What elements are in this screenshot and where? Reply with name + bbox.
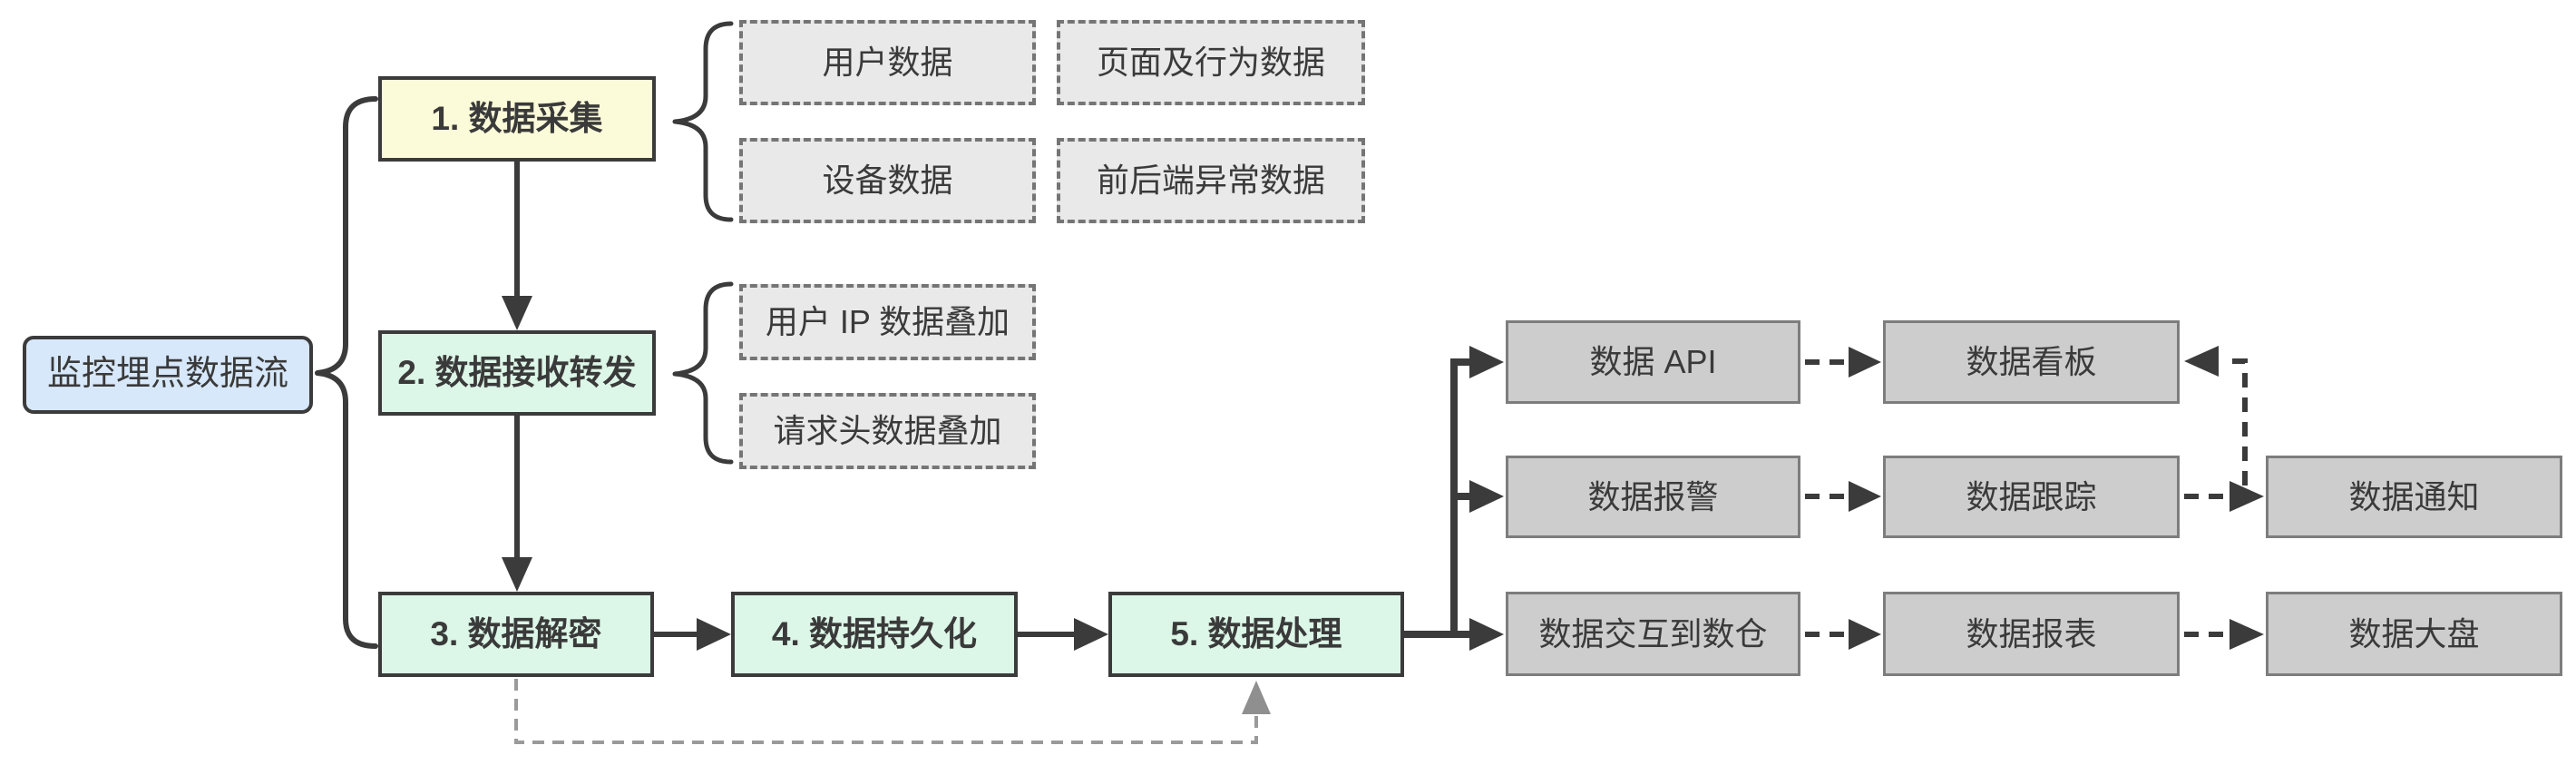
node-root: 监控埋点数据流 — [23, 336, 313, 414]
node-data-board: 数据看板 — [1883, 320, 2180, 404]
node-request-header-overlay: 请求头数据叠加 — [739, 393, 1036, 469]
node-device-data: 设备数据 — [739, 138, 1036, 223]
dashed-edges — [1805, 358, 2248, 637]
node-user-ip-overlay: 用户 IP 数据叠加 — [739, 284, 1036, 360]
node-data-persist: 4. 数据持久化 — [731, 592, 1018, 677]
node-page-behavior-data: 页面及行为数据 — [1057, 20, 1365, 105]
node-data-trace: 数据跟踪 — [1883, 456, 2180, 538]
dashed-arrowheads — [1849, 346, 2264, 650]
node-data-report: 数据报表 — [1883, 592, 2180, 676]
node-data-dashboard: 数据大盘 — [2266, 592, 2562, 676]
node-user-data: 用户数据 — [739, 20, 1036, 105]
node-data-decrypt: 3. 数据解密 — [378, 592, 654, 677]
brace-root-group — [315, 96, 378, 649]
node-data-notify: 数据通知 — [2266, 456, 2562, 538]
node-data-relay: 2. 数据接收转发 — [378, 330, 656, 416]
feedback-edge — [514, 679, 1271, 744]
node-data-alarm: 数据报警 — [1506, 456, 1800, 538]
node-data-process: 5. 数据处理 — [1108, 592, 1404, 677]
brace-collection-group — [672, 21, 734, 465]
solid-arrowheads — [502, 296, 1504, 651]
solid-edges — [514, 162, 1473, 638]
node-data-collection: 1. 数据采集 — [378, 76, 656, 162]
node-data-api: 数据 API — [1506, 320, 1800, 404]
node-data-warehouse: 数据交互到数仓 — [1506, 592, 1800, 676]
node-frontend-backend-error-data: 前后端异常数据 — [1057, 138, 1365, 223]
